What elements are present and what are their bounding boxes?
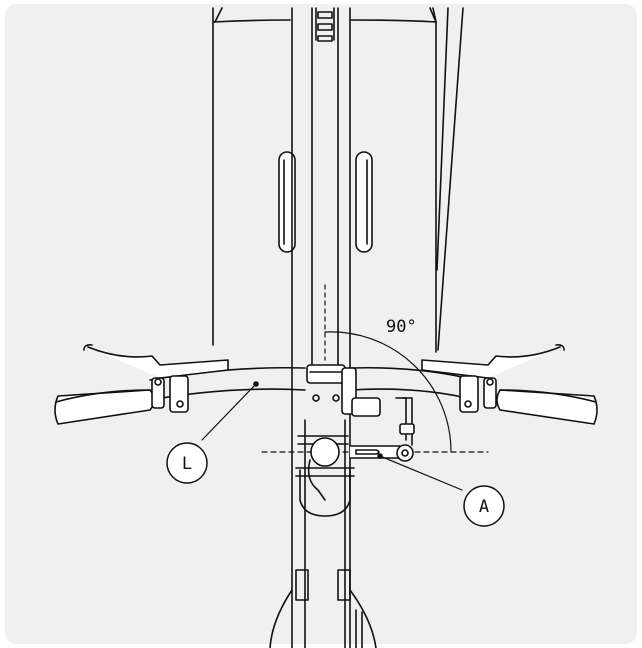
right-grip bbox=[496, 389, 598, 425]
upright-frame bbox=[212, 7, 464, 353]
central-post bbox=[291, 7, 351, 648]
side-pad-right bbox=[355, 151, 373, 253]
callout-A-circle bbox=[463, 485, 505, 527]
callout-A-leader bbox=[379, 455, 463, 491]
adjustment-knob bbox=[295, 435, 355, 517]
left-brake-lever bbox=[83, 344, 229, 413]
flywheel-hint bbox=[269, 569, 377, 648]
angle-arc bbox=[324, 331, 452, 453]
callout-L-label: L bbox=[182, 454, 192, 474]
diagram-panel bbox=[5, 4, 637, 644]
angle-label: 90° bbox=[386, 317, 417, 337]
callout-A-label: A bbox=[479, 497, 489, 517]
callout-L-dot bbox=[253, 381, 259, 387]
right-brake-lever bbox=[421, 344, 565, 413]
stem-clamp bbox=[306, 364, 381, 417]
left-grip bbox=[54, 389, 155, 425]
callout-A-dot bbox=[377, 453, 383, 459]
callout-L-leader bbox=[201, 383, 257, 441]
quick-release-lever bbox=[349, 397, 415, 462]
side-pad-left bbox=[278, 151, 296, 253]
callout-L-circle bbox=[166, 442, 208, 484]
